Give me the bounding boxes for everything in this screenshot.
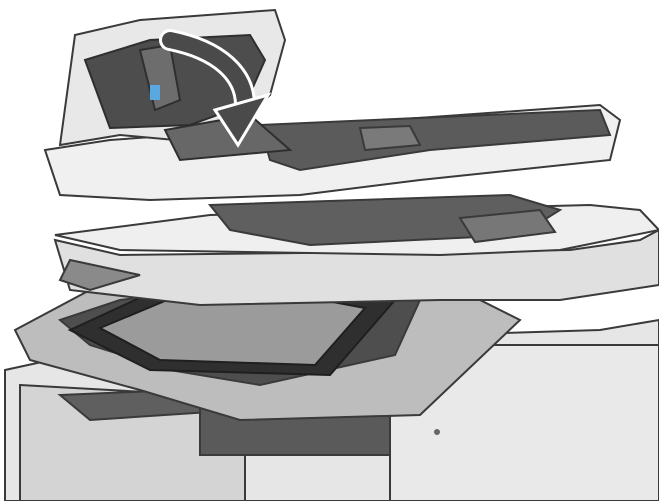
document-feeder xyxy=(43,103,622,202)
curved-arrow-down-icon xyxy=(159,29,272,148)
input-tray[interactable] xyxy=(258,108,612,172)
power-indicator xyxy=(434,429,440,435)
output-stop xyxy=(458,208,557,244)
paper-guide[interactable] xyxy=(358,124,422,152)
scanner-body xyxy=(53,193,659,307)
blue-release-tab[interactable] xyxy=(150,85,160,100)
